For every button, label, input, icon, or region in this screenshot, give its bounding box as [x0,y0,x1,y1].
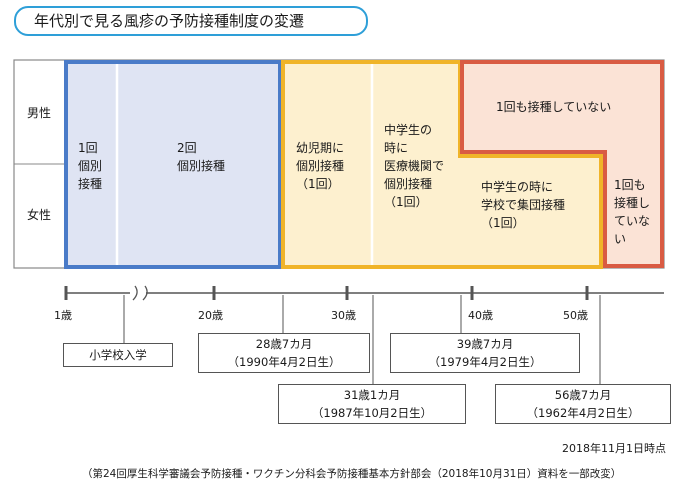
tick-label-50: 50歳 [563,309,588,322]
text-line: い [614,232,627,246]
box-line: 56歳7カ月 [554,388,612,402]
period-1-text: 1回 個別 接種 [78,139,102,193]
as-of-date: 2018年11月1日時点 [562,442,666,455]
text-line: ていな [614,214,651,228]
age-31-box: 31歳1カ月 （1987年10月2日生） [278,384,466,424]
box-line: （1987年10月2日生） [311,406,433,420]
period-red-fill [462,62,662,266]
tick-label-20: 20歳 [198,309,223,322]
source-note: （第24回厚生科学審議会予防接種・ワクチン分科会予防接種基本方針部会（2018年… [82,468,622,480]
text-line: 1回 [78,141,98,155]
page-title: 年代別で見る風疹の予防接種制度の変遷 [14,6,368,36]
text-line: 接種 [78,177,103,191]
period-5-male-text: 1回も接種していない [496,100,612,114]
box-line: 39歳7カ月 [456,337,514,351]
box-line: （1962年4月2日生） [526,406,640,420]
age-28-box: 28歳7カ月 （1990年4月2日生） [198,333,370,373]
axis-break-gap [130,286,146,300]
period-blue-border [64,60,282,269]
text-line: 学校で集団接種 [481,198,566,212]
text-line: （1回） [296,177,340,191]
text-line: 2回 [177,141,197,155]
box-line: （1990年4月2日生） [227,355,341,369]
age-39-box: 39歳7カ月 （1979年4月2日生） [390,333,580,373]
text-line: 中学生の時に [481,180,554,194]
text-line: 個別接種 [177,159,226,173]
text-line: 幼児期に [296,141,345,155]
text-line: 中学生の [384,123,433,137]
period-3-text: 幼児期に 個別接種 （1回） [296,139,344,193]
text-line: 時に [384,141,409,155]
period-5-female-text: 中学生の時に 学校で集団接種 （1回） [481,178,565,232]
text-line: 接種し [614,196,651,210]
box-line: 28歳7カ月 [255,337,313,351]
box-line: 31歳1カ月 [343,388,401,402]
text-line: （1回） [384,195,428,209]
period-4-text: 中学生の 時に 医療機関で 個別接種 （1回） [384,121,444,211]
axis-break-mark [132,285,148,301]
text-line: 個別 [78,159,103,173]
row-label-female: 女性 [27,208,52,222]
text-line: 医療機関で [384,159,445,173]
row-label-male: 男性 [27,106,52,120]
period-2-text: 2回 個別接種 [177,139,225,175]
box-line: （1979年4月2日生） [428,355,542,369]
period-blue-fill [66,62,280,267]
tick-label-40: 40歳 [468,309,493,322]
age-56-box: 56歳7カ月 （1962年4月2日生） [495,384,671,424]
period-red-border [460,60,664,268]
text-line: （1回） [481,216,525,230]
text-line: 個別接種 [296,159,345,173]
tick-label-1: 1歳 [54,309,72,322]
period-6-text: 1回も 接種し ていな い [614,176,650,248]
text-line: 個別接種 [384,177,433,191]
school-entry-box: 小学校入学 [63,343,173,367]
text-line: 1回も [614,178,646,192]
tick-label-30: 30歳 [331,309,356,322]
